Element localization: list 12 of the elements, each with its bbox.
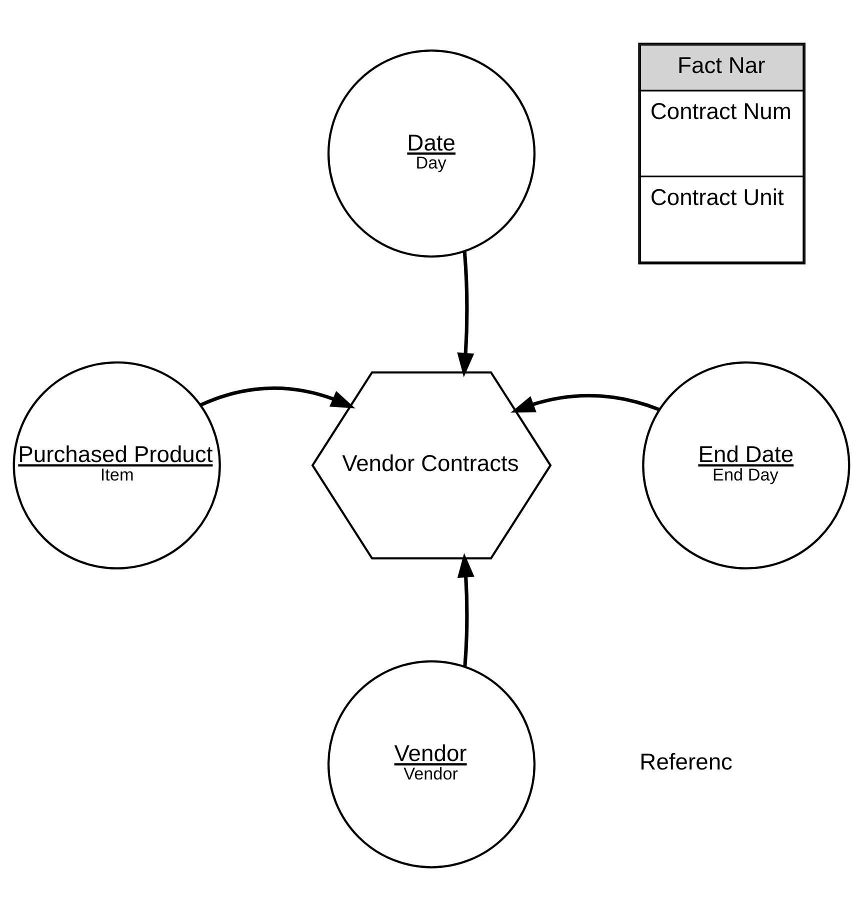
node-circle: Date Day [327,49,536,258]
label: Contract Num [650,97,792,124]
arrow [457,250,474,377]
node-circle: Vendor Vendor [327,660,536,868]
arrow [510,393,660,412]
label: Contract Unit [650,183,784,210]
node-circle: End Date End Day [642,360,850,569]
arrow [200,386,356,408]
node-circle: Purchased Product Item [12,360,221,569]
label: Fact Nar [678,52,766,78]
label: Referenc [640,748,733,774]
arrow [457,552,474,666]
